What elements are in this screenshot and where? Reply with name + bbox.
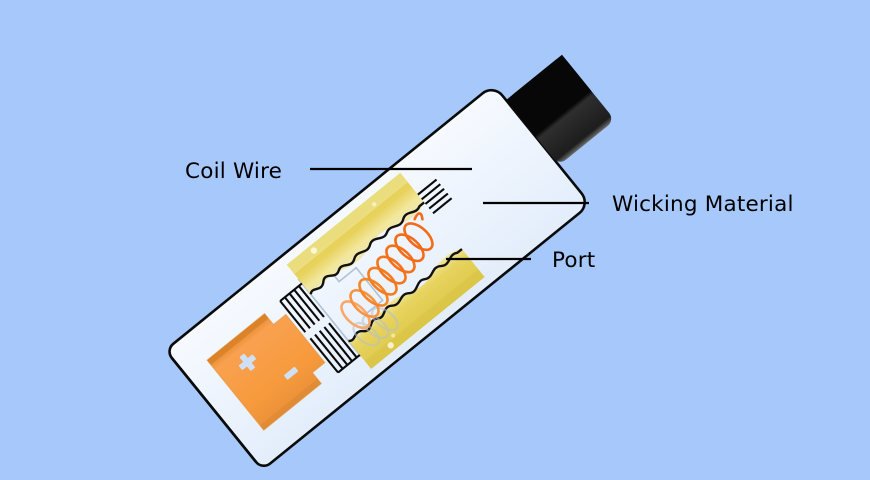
heating-coil	[340, 212, 434, 347]
mouthpiece	[506, 54, 612, 162]
label-coil-wire: Coil Wire	[185, 159, 282, 184]
label-wicking-material: Wicking Material	[612, 192, 794, 217]
battery-plus-terminal	[238, 353, 256, 371]
label-port: Port	[552, 248, 595, 273]
device-shell	[168, 88, 586, 467]
battery	[206, 312, 326, 431]
wick	[309, 201, 425, 295]
battery-minus-terminal	[284, 366, 298, 380]
port-lower	[309, 322, 361, 374]
port-right	[417, 178, 453, 215]
wick	[348, 248, 463, 343]
port-upper	[279, 282, 325, 333]
e-liquid-chamber-upper	[286, 172, 425, 295]
